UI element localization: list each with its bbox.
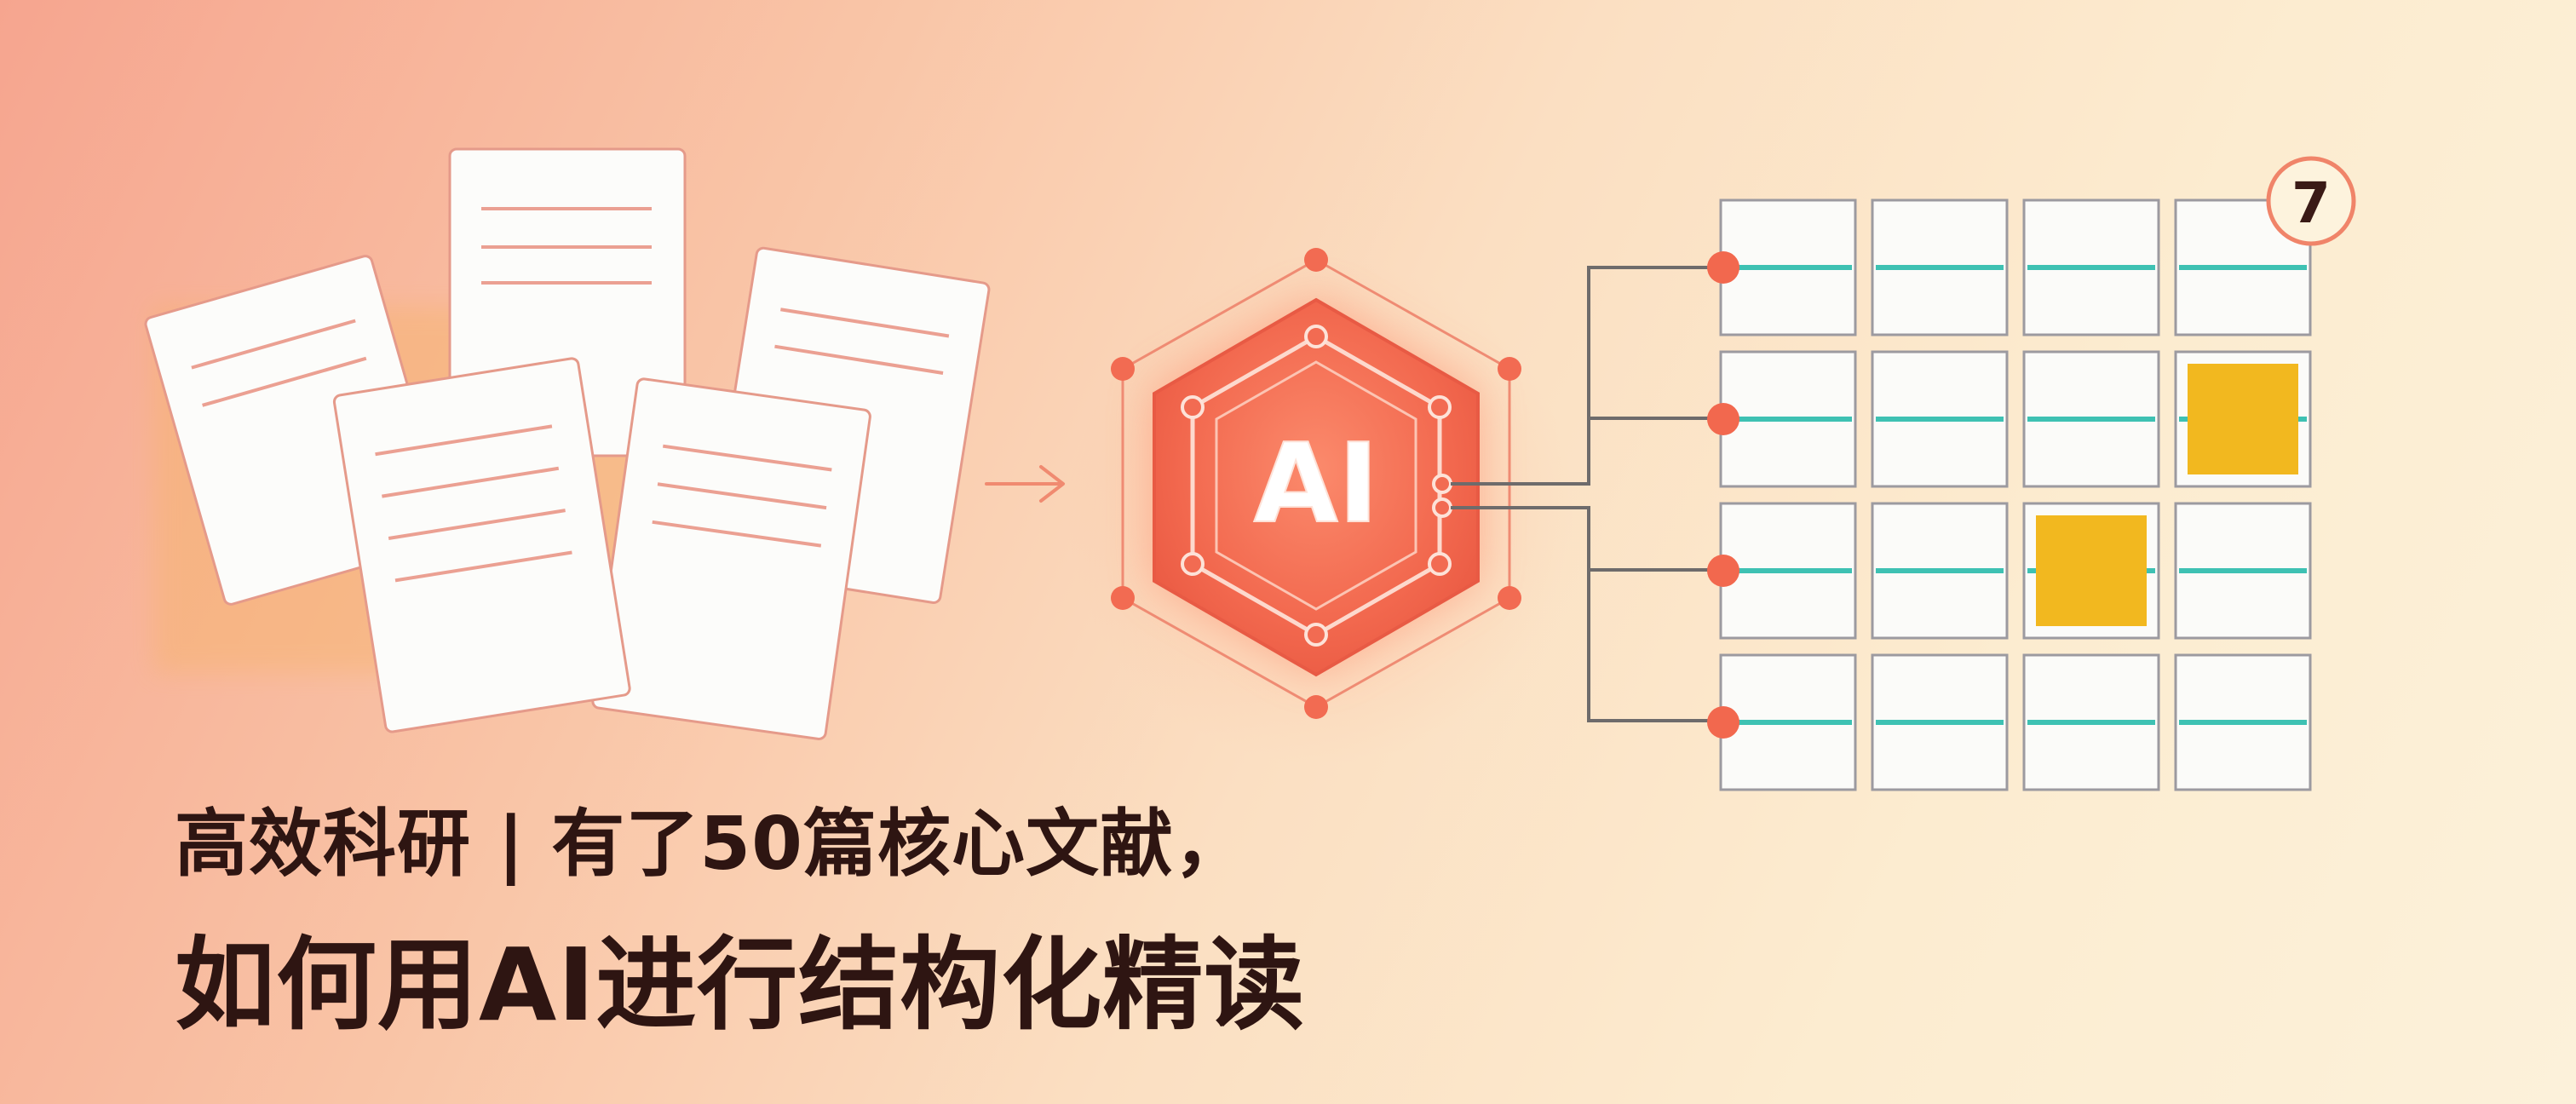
row-connector-node: [1707, 251, 1739, 284]
row-connector-node: [1707, 555, 1739, 587]
document-front-right: [591, 377, 871, 740]
grid-cell: [2174, 502, 2312, 640]
matrix-grid-icon: [1707, 198, 2312, 791]
grid-cell: [1871, 350, 2009, 488]
row-connector-node: [1707, 403, 1739, 435]
grid-cell: [1871, 653, 2009, 791]
hub-connectors: [1451, 266, 1723, 722]
grid-cell: [2022, 502, 2160, 640]
grid-cell: [2174, 653, 2312, 791]
ai-hexagon-icon: AI: [1111, 248, 1521, 719]
arrow-right-icon: [985, 465, 1065, 503]
headline-line-2: 如何用AI进行结构化精读: [175, 926, 1306, 1044]
hub-label: AI: [1254, 421, 1379, 548]
grid-cell: [2022, 653, 2160, 791]
document-front-left: [332, 357, 631, 733]
document-stack-icon: [144, 147, 991, 740]
grid-cell: [1871, 198, 2009, 336]
grid-cell: [1719, 350, 1857, 488]
badge-number: 7: [2291, 170, 2331, 236]
grid-cell: [2022, 350, 2160, 488]
grid-cell: [1719, 198, 1857, 336]
row-connector-node: [1707, 706, 1739, 739]
grid-cell: [1871, 502, 2009, 640]
numbered-badge-icon: 7: [2266, 156, 2356, 246]
highlighted-cell-marker: [2188, 364, 2298, 474]
grid-cell: [1719, 653, 1857, 791]
headline-line-1: 高效科研 | 有了50篇核心文献，: [175, 802, 1248, 887]
grid-cell: [2174, 350, 2312, 488]
grid-cell: [1719, 502, 1857, 640]
grid-cell: [2022, 198, 2160, 336]
highlighted-cell-marker: [2036, 515, 2147, 626]
